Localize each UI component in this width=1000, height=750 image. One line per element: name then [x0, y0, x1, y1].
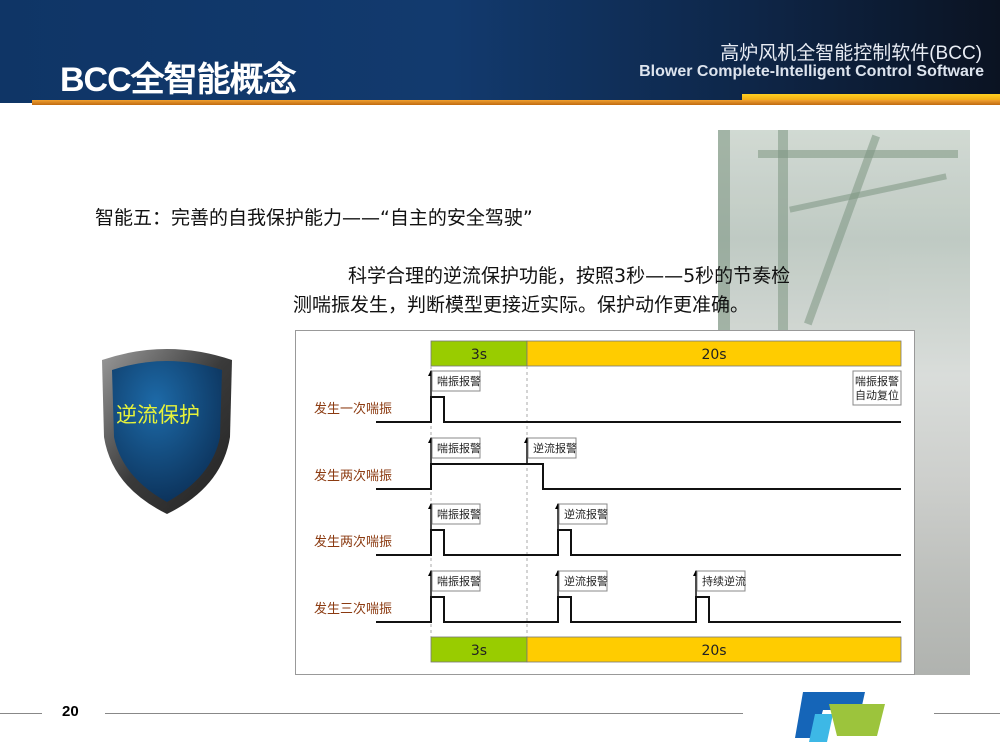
alarm-tag: 逆流报警 — [564, 574, 608, 588]
bar-20s-label: 20s — [701, 347, 726, 363]
software-name-cn: 高炉风机全智能控制软件(BCC) — [720, 43, 982, 64]
software-name-en: Blower Complete-Intelligent Control Soft… — [639, 63, 984, 80]
signal-trace — [376, 596, 901, 623]
alarm-tag: 喘振报警 — [437, 441, 481, 455]
description-paragraph: 科学合理的逆流保护功能，按照3秒——5秒的节奏检 测喘振发生，判断模型更接近实际… — [293, 262, 933, 320]
alarm-tag: 逆流报警 — [564, 507, 608, 521]
alarm-tag: 逆流报警 — [533, 441, 577, 455]
bar-20s-bottom — [526, 636, 902, 663]
signal-trace — [376, 529, 901, 556]
bar-20s-top — [526, 340, 902, 367]
shield-label: 逆流保护 — [116, 403, 200, 427]
page-number: 20 — [62, 703, 79, 720]
alarm-tag-box — [558, 570, 608, 592]
bar-3s-label: 3s — [471, 347, 487, 363]
footer-divider — [105, 713, 743, 714]
signal-trace — [376, 463, 901, 490]
alarm-tag-box — [431, 437, 481, 459]
alarm-tag: 持续逆流 — [702, 574, 746, 588]
paragraph-line-1: 科学合理的逆流保护功能，按照3秒——5秒的节奏检 — [348, 265, 791, 287]
company-logo — [795, 692, 885, 742]
alarm-tag-box — [527, 437, 577, 459]
section-heading: 智能五：完善的自我保护能力——“自主的安全驾驶” — [95, 207, 533, 229]
paragraph-line-2: 测喘振发生，判断模型更接近实际。保护动作更准确。 — [293, 294, 750, 316]
row-label: 发生两次喘振 — [314, 468, 392, 484]
alarm-tag-box — [696, 570, 746, 592]
alarm-tag: 喘振报警 — [437, 507, 481, 521]
bar-20s-label: 20s — [701, 643, 726, 659]
bar-3s-label: 3s — [471, 643, 487, 659]
alarm-tag-box — [431, 503, 481, 525]
alarm-tag: 喘振报警 — [437, 374, 481, 388]
row-label: 发生三次喘振 — [314, 601, 392, 617]
header-underline — [32, 100, 1000, 105]
alarm-tag: 喘振报警 — [437, 574, 481, 588]
row-label: 发生一次喘振 — [314, 401, 392, 417]
reset-tag-line2: 自动复位 — [855, 388, 899, 402]
slide-title: BCC全智能概念 — [60, 61, 297, 99]
alarm-tag-box — [431, 370, 481, 392]
footer-divider-left — [0, 713, 42, 714]
reset-tag-line1: 喘振报警 — [855, 374, 899, 388]
slide-header — [0, 0, 1000, 103]
reset-tag-box — [852, 370, 902, 406]
alarm-tag-box — [431, 570, 481, 592]
bar-3s-bottom — [430, 636, 528, 663]
alarm-tag-box — [558, 503, 608, 525]
footer-divider-right — [934, 713, 1000, 714]
shield-icon — [102, 349, 232, 514]
row-label: 发生两次喘振 — [314, 534, 392, 550]
signal-trace — [376, 396, 901, 423]
header-accent-bar — [742, 94, 1000, 102]
